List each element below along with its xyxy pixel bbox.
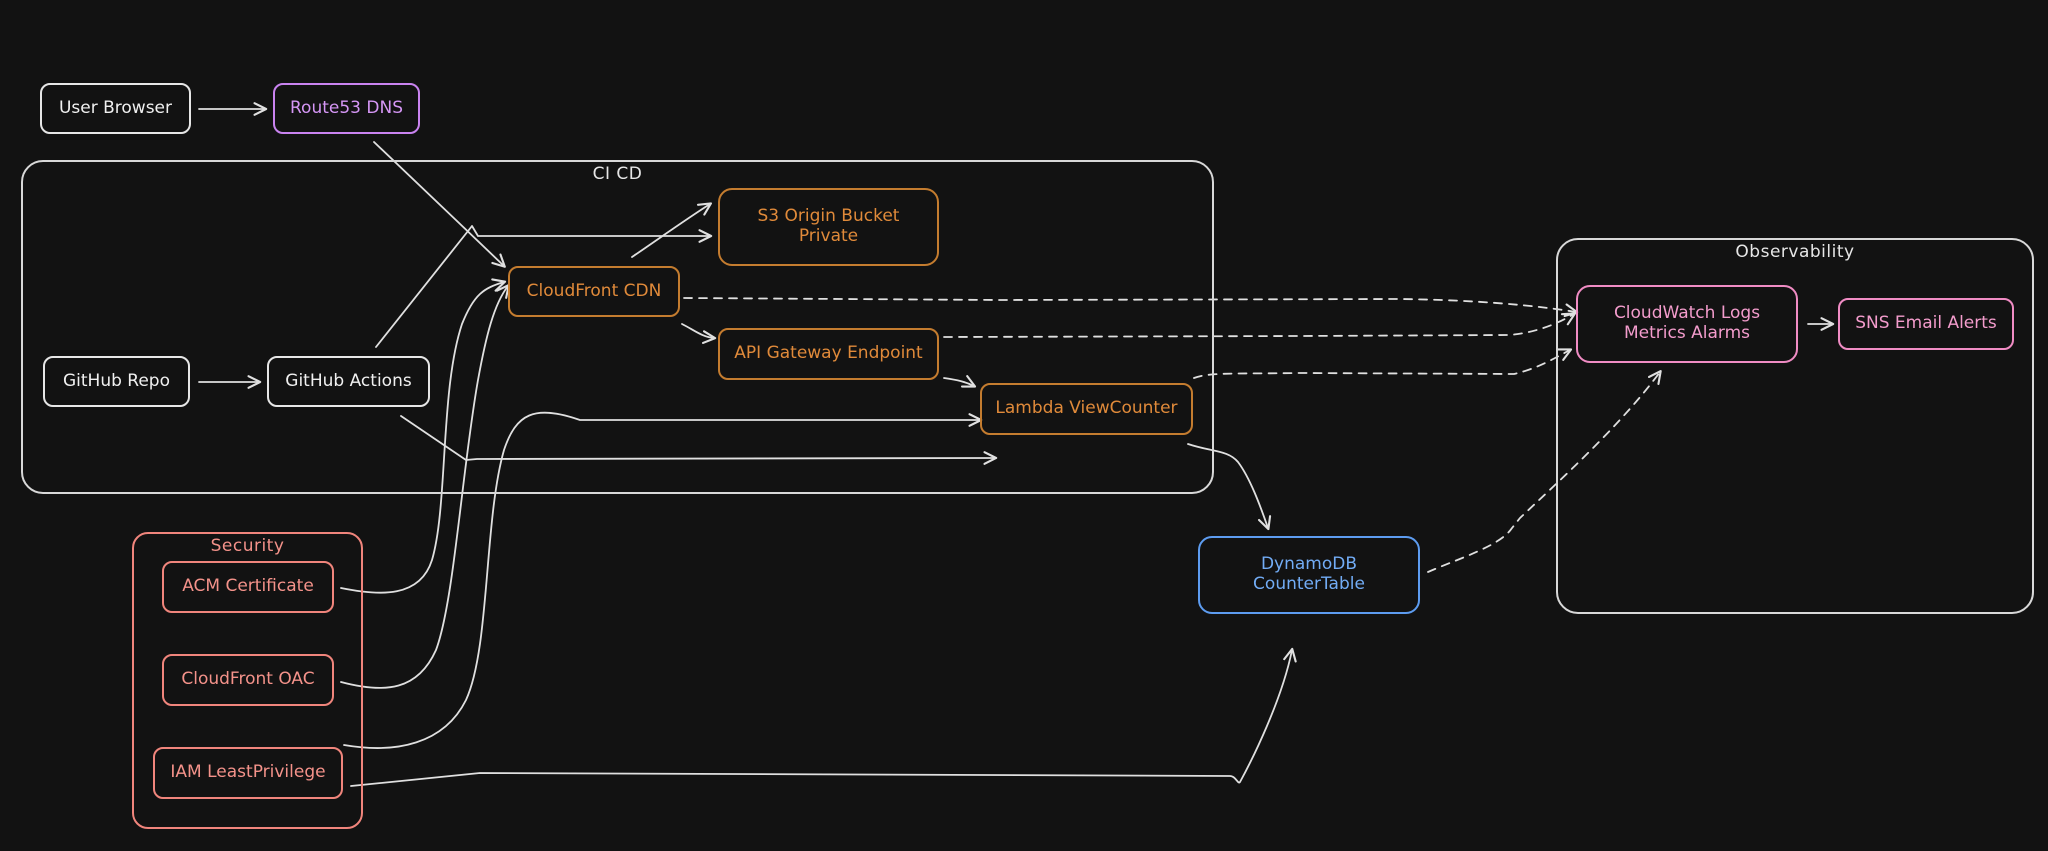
lambda-node[interactable]: Lambda ViewCounter — [980, 383, 1193, 435]
security-group-title: Security — [210, 536, 285, 556]
edge-api-to-lambda — [943, 375, 977, 388]
edge-lambda-to-cloudwatch — [1193, 348, 1573, 379]
edge-lambda-to-dynamodb — [1187, 443, 1272, 531]
github-repo-node[interactable]: GitHub Repo — [43, 356, 190, 407]
edge-iam-to-lambda — [343, 411, 983, 749]
edge-acm-to-cloudfront — [340, 278, 507, 594]
cloudfront-cdn-node[interactable]: CloudFront CDN — [508, 266, 680, 317]
cicd-group-title: CI CD — [592, 164, 643, 184]
edge-iam-to-dynamodb — [350, 647, 1297, 787]
edge-oac-to-cloudfront — [340, 284, 510, 689]
route53-node[interactable]: Route53 DNS — [273, 83, 420, 134]
edge-route53-to-cloudfront — [373, 141, 506, 268]
edge-dynamodb-to-cloudwatch — [1427, 370, 1662, 573]
dynamodb-node[interactable]: DynamoDB CounterTable — [1198, 536, 1420, 614]
api-gateway-node[interactable]: API Gateway Endpoint — [718, 328, 939, 380]
observability-group-title: Observability — [1735, 242, 1855, 262]
cloudfront-oac-node[interactable]: CloudFront OAC — [162, 654, 334, 706]
observability-group: Observability — [1556, 238, 2034, 614]
edge-actions-to-lambda — [400, 415, 998, 465]
security-group: Security — [132, 532, 363, 829]
s3-bucket-node[interactable]: S3 Origin Bucket Private — [718, 188, 939, 266]
user-browser-node[interactable]: User Browser — [40, 83, 191, 134]
github-actions-node[interactable]: GitHub Actions — [267, 356, 430, 407]
edge-cloudfront-to-s3 — [631, 202, 713, 258]
cicd-group: CI CD — [21, 160, 1214, 494]
iam-leastprivilege-node[interactable]: IAM LeastPrivilege — [153, 747, 343, 799]
acm-certificate-node[interactable]: ACM Certificate — [162, 561, 334, 613]
sns-node[interactable]: SNS Email Alerts — [1838, 298, 2014, 350]
edge-actions-to-s3 — [375, 225, 713, 348]
edge-cloudfront-to-cloudwatch — [683, 297, 1579, 318]
cloudwatch-node[interactable]: CloudWatch Logs Metrics Alarms — [1576, 285, 1798, 363]
edge-cloudfront-to-api — [681, 323, 717, 344]
